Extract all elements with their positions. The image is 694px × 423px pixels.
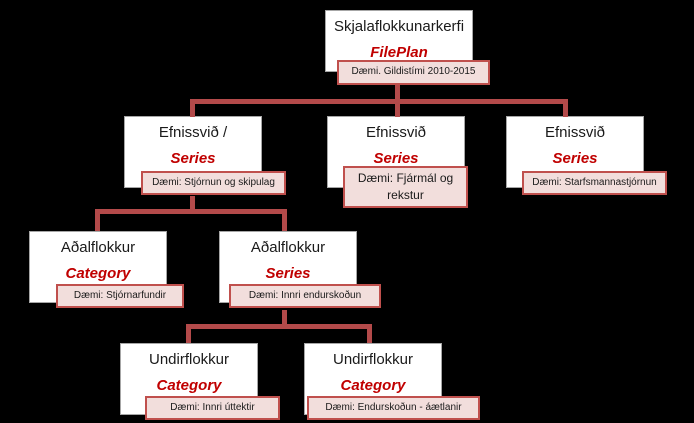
node-example-band: Dæmi: Innri endurskoðun [229, 284, 381, 308]
connector-l3-stem [282, 310, 287, 325]
node-title: Efnissvið [544, 124, 606, 141]
connector-l4-drop-2 [367, 324, 372, 343]
connector-l1-stem [395, 85, 400, 102]
node-example-band: Dæmi: Fjármál og rekstur [343, 166, 468, 208]
connector-l2-drop-3 [563, 99, 568, 117]
node-subtitle: Series [170, 150, 216, 168]
node-title: Undirflokkur [148, 351, 230, 368]
connector-l2-drop-1 [190, 99, 195, 117]
connector-l3-drop-1 [95, 209, 100, 231]
node-example-band: Dæmi: Endurskoðun - áætlanir [307, 396, 480, 420]
node-example-band: Dæmi. Gildistími 2010-2015 [337, 60, 490, 85]
node-title: Skjalaflokkunarkerfi [333, 18, 465, 35]
connector-l2-bar [190, 99, 568, 104]
connector-l2-stem [190, 196, 195, 210]
connector-l3-bar [95, 209, 287, 214]
node-subtitle: Category [156, 377, 222, 395]
node-title: Efnissvið / [158, 124, 228, 141]
node-title: Efnissvið [365, 124, 427, 141]
node-example-band: Dæmi: Starfsmannastjórnun [522, 171, 667, 195]
node-subtitle: Series [552, 150, 598, 168]
node-example-band: Dæmi: Stjórnarfundir [56, 284, 184, 308]
connector-l3-drop-2 [282, 209, 287, 231]
node-subtitle: Category [340, 377, 406, 395]
node-example-band: Dæmi: Stjórnun og skipulag [141, 171, 286, 195]
node-title: Aðalflokkur [60, 239, 136, 256]
node-title: Aðalflokkur [250, 239, 326, 256]
node-subtitle: Series [265, 265, 311, 283]
node-title: Undirflokkur [332, 351, 414, 368]
node-subtitle: FilePlan [370, 44, 428, 62]
connector-l4-bar [186, 324, 372, 329]
node-example-band: Dæmi: Innri úttektir [145, 396, 280, 420]
node-subtitle: Category [65, 265, 131, 283]
connector-l2-drop-2 [395, 99, 400, 117]
connector-l4-drop-1 [186, 324, 191, 343]
node-subtitle: Series [373, 150, 419, 168]
